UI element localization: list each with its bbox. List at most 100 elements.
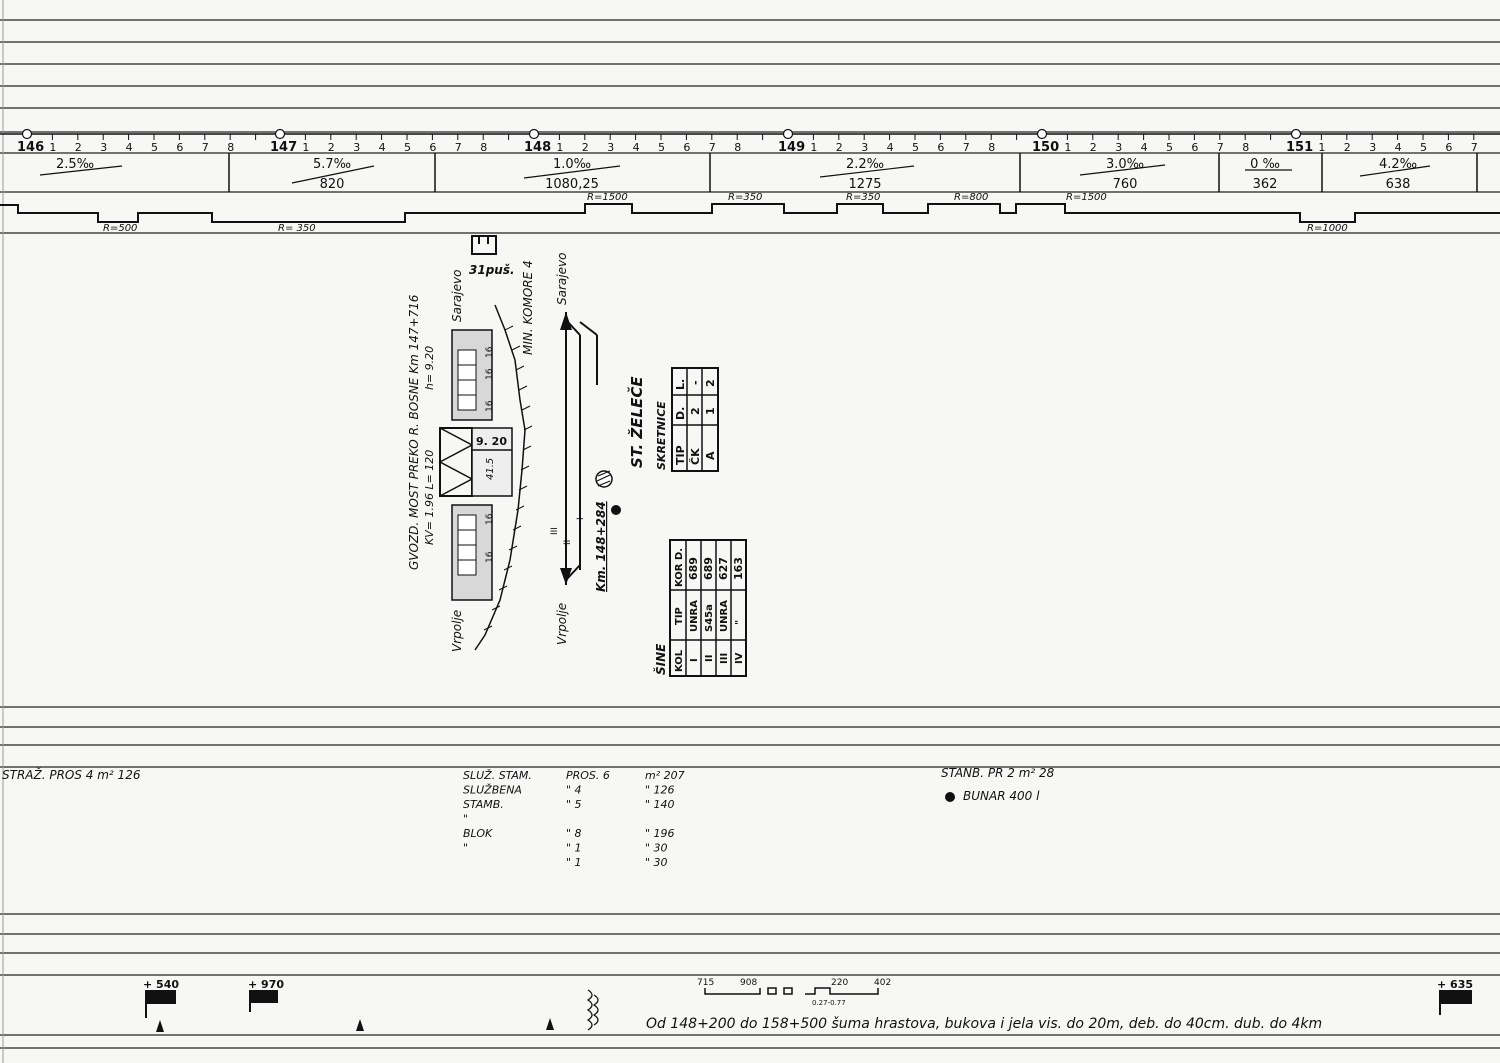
hecto-digit: 8 <box>988 141 995 154</box>
building-note-cell: " <box>463 813 468 826</box>
rails-r2-kord: 689 <box>702 557 715 580</box>
km-marker-label: 149 <box>778 140 805 155</box>
hecto-digit: 4 <box>887 141 894 154</box>
switch-north <box>560 312 572 330</box>
hecto-digit: 4 <box>1141 141 1148 154</box>
rails-header-tip: TIP <box>674 607 685 625</box>
hecto-digit: 3 <box>607 141 614 154</box>
tree-symbol-2 <box>356 1019 364 1031</box>
curve-label-r1000: R=1000 <box>1307 223 1348 234</box>
gradient-value: 0 ‰ <box>1250 157 1280 172</box>
marker-540-label: + 540 <box>143 978 179 991</box>
hecto-digit: 4 <box>126 141 133 154</box>
scale-left-2: 908 <box>740 978 757 988</box>
building-note-cell: " 8 <box>566 827 582 840</box>
rails-r3-kord: 627 <box>717 557 730 580</box>
curve-label-r350-lower: R= 350 <box>278 223 316 234</box>
curvature-row: R=500 R= 350 R=1000 R=1500 R=350 R=350 R… <box>0 192 1500 234</box>
hecto-digit: 7 <box>1217 141 1224 154</box>
hecto-digit: 8 <box>734 141 741 154</box>
gradient-slope-line <box>39 165 123 176</box>
bridge-params-1: KV= 1.96 L= 120 <box>423 450 436 545</box>
building-note-cell: " 30 <box>645 842 668 855</box>
switches-r2-l: 2 <box>704 379 717 387</box>
well-note: BUNAR 400 l <box>963 789 1040 803</box>
switches-r2-d: 1 <box>704 407 717 415</box>
small-span-1: 16 <box>485 346 495 358</box>
track-label-2: II <box>563 540 573 545</box>
hecto-digit: 3 <box>100 141 107 154</box>
gradient-slope-line <box>1359 165 1431 177</box>
curve-label-r500: R=500 <box>103 223 137 234</box>
km-marker-label: 148 <box>524 140 551 155</box>
gradient-length: 1275 <box>848 177 881 192</box>
km-marker-circle <box>274 128 286 140</box>
pier-label: 41.5 <box>485 458 496 480</box>
building-note-cell: " 1 <box>566 842 582 855</box>
hecto-digit: 1 <box>302 141 309 154</box>
curve-label-r350-b: R=350 <box>846 192 880 203</box>
well-dot <box>611 505 621 515</box>
marker-635-label: + 635 <box>1437 978 1473 991</box>
hecto-digit: 2 <box>1344 141 1351 154</box>
truss-span <box>439 427 473 497</box>
gradient-value: 1.0‰ <box>553 157 591 172</box>
tree-symbol-1 <box>156 1020 164 1032</box>
gradient-value: 2.2‰ <box>846 157 884 172</box>
gradient-length: 362 <box>1253 177 1278 192</box>
hecto-digit: 6 <box>937 141 944 154</box>
building-note-cell: " 4 <box>566 784 582 797</box>
building-note-cell: SLUŽBENA <box>463 784 522 797</box>
hecto-digit: 2 <box>1090 141 1097 154</box>
gradient-value: 5.7‰ <box>313 157 351 172</box>
hecto-digit: 6 <box>1191 141 1198 154</box>
gradient-length: 1080,25 <box>545 177 599 192</box>
hecto-digit: 3 <box>861 141 868 154</box>
hecto-digit: 5 <box>658 141 665 154</box>
wave-symbol <box>586 989 599 1031</box>
curve-label-r800: R=800 <box>954 192 988 203</box>
km-marker-circle <box>1290 128 1302 140</box>
rails-r1-kord: 689 <box>687 557 700 580</box>
forest-note: Od 148+200 do 158+500 šuma hrastova, buk… <box>646 1016 1322 1032</box>
marker-970-label: + 970 <box>248 978 284 991</box>
hecto-digit: 3 <box>353 141 360 154</box>
km-marker-label: 150 <box>1032 140 1059 155</box>
building-note-cell: m² 207 <box>645 769 685 782</box>
curve-label-r1500-a: R=1500 <box>587 192 628 203</box>
scale-sub-label: 0.27-0.77 <box>812 999 846 1007</box>
km-marker-label: 151 <box>1286 140 1313 155</box>
switches-r1-d: 2 <box>689 407 702 415</box>
station-km-label: Km. 148+284 <box>594 501 608 592</box>
rails-header-kol: KOL <box>674 649 685 672</box>
km-marker-label: 147 <box>270 140 297 155</box>
hecto-digit: 8 <box>480 141 487 154</box>
hecto-digit: 2 <box>582 141 589 154</box>
main-span-box <box>471 427 513 497</box>
gradient-slope-line <box>1079 164 1166 176</box>
hecto-digit: 4 <box>633 141 640 154</box>
hecto-digit: 1 <box>556 141 563 154</box>
small-span-4: 16 <box>485 513 495 525</box>
building-note-cell: " 126 <box>645 784 675 797</box>
rails-table-title: ŠINE <box>653 643 668 675</box>
bottom-row: + 540 + 970 + 635 715 908 220 402 0.27-0… <box>143 978 1473 1032</box>
hecto-digit: 4 <box>379 141 386 154</box>
switches-r1-tip: ČK <box>689 448 702 465</box>
scale-right-2: 402 <box>874 978 891 988</box>
switches-header-d: D. <box>674 407 687 420</box>
rails-r4-kord: 163 <box>732 557 745 580</box>
ruled-lines <box>0 19 1500 1049</box>
hecto-digit: 7 <box>1471 141 1478 154</box>
small-span-2: 16 <box>485 368 495 380</box>
track-label-1: I <box>576 517 586 520</box>
gradient-length: 638 <box>1386 177 1411 192</box>
building-note-cell: SLUŽ. STAM. <box>463 769 532 782</box>
bridge-title: GVOZD. MOST PREKO R. BOSNE Km 147+716 <box>407 294 421 570</box>
curvature-line <box>0 203 1500 223</box>
switches-header-tip: TIP <box>674 445 687 465</box>
